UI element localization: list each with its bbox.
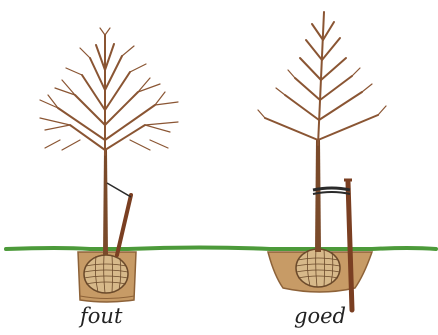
caption-wrong: fout <box>80 304 122 328</box>
tree-wrong <box>40 28 178 255</box>
ground-grass <box>6 248 436 250</box>
root-ball-correct <box>296 249 340 287</box>
caption-correct: goed <box>294 304 346 328</box>
root-ball-wrong <box>84 255 128 293</box>
